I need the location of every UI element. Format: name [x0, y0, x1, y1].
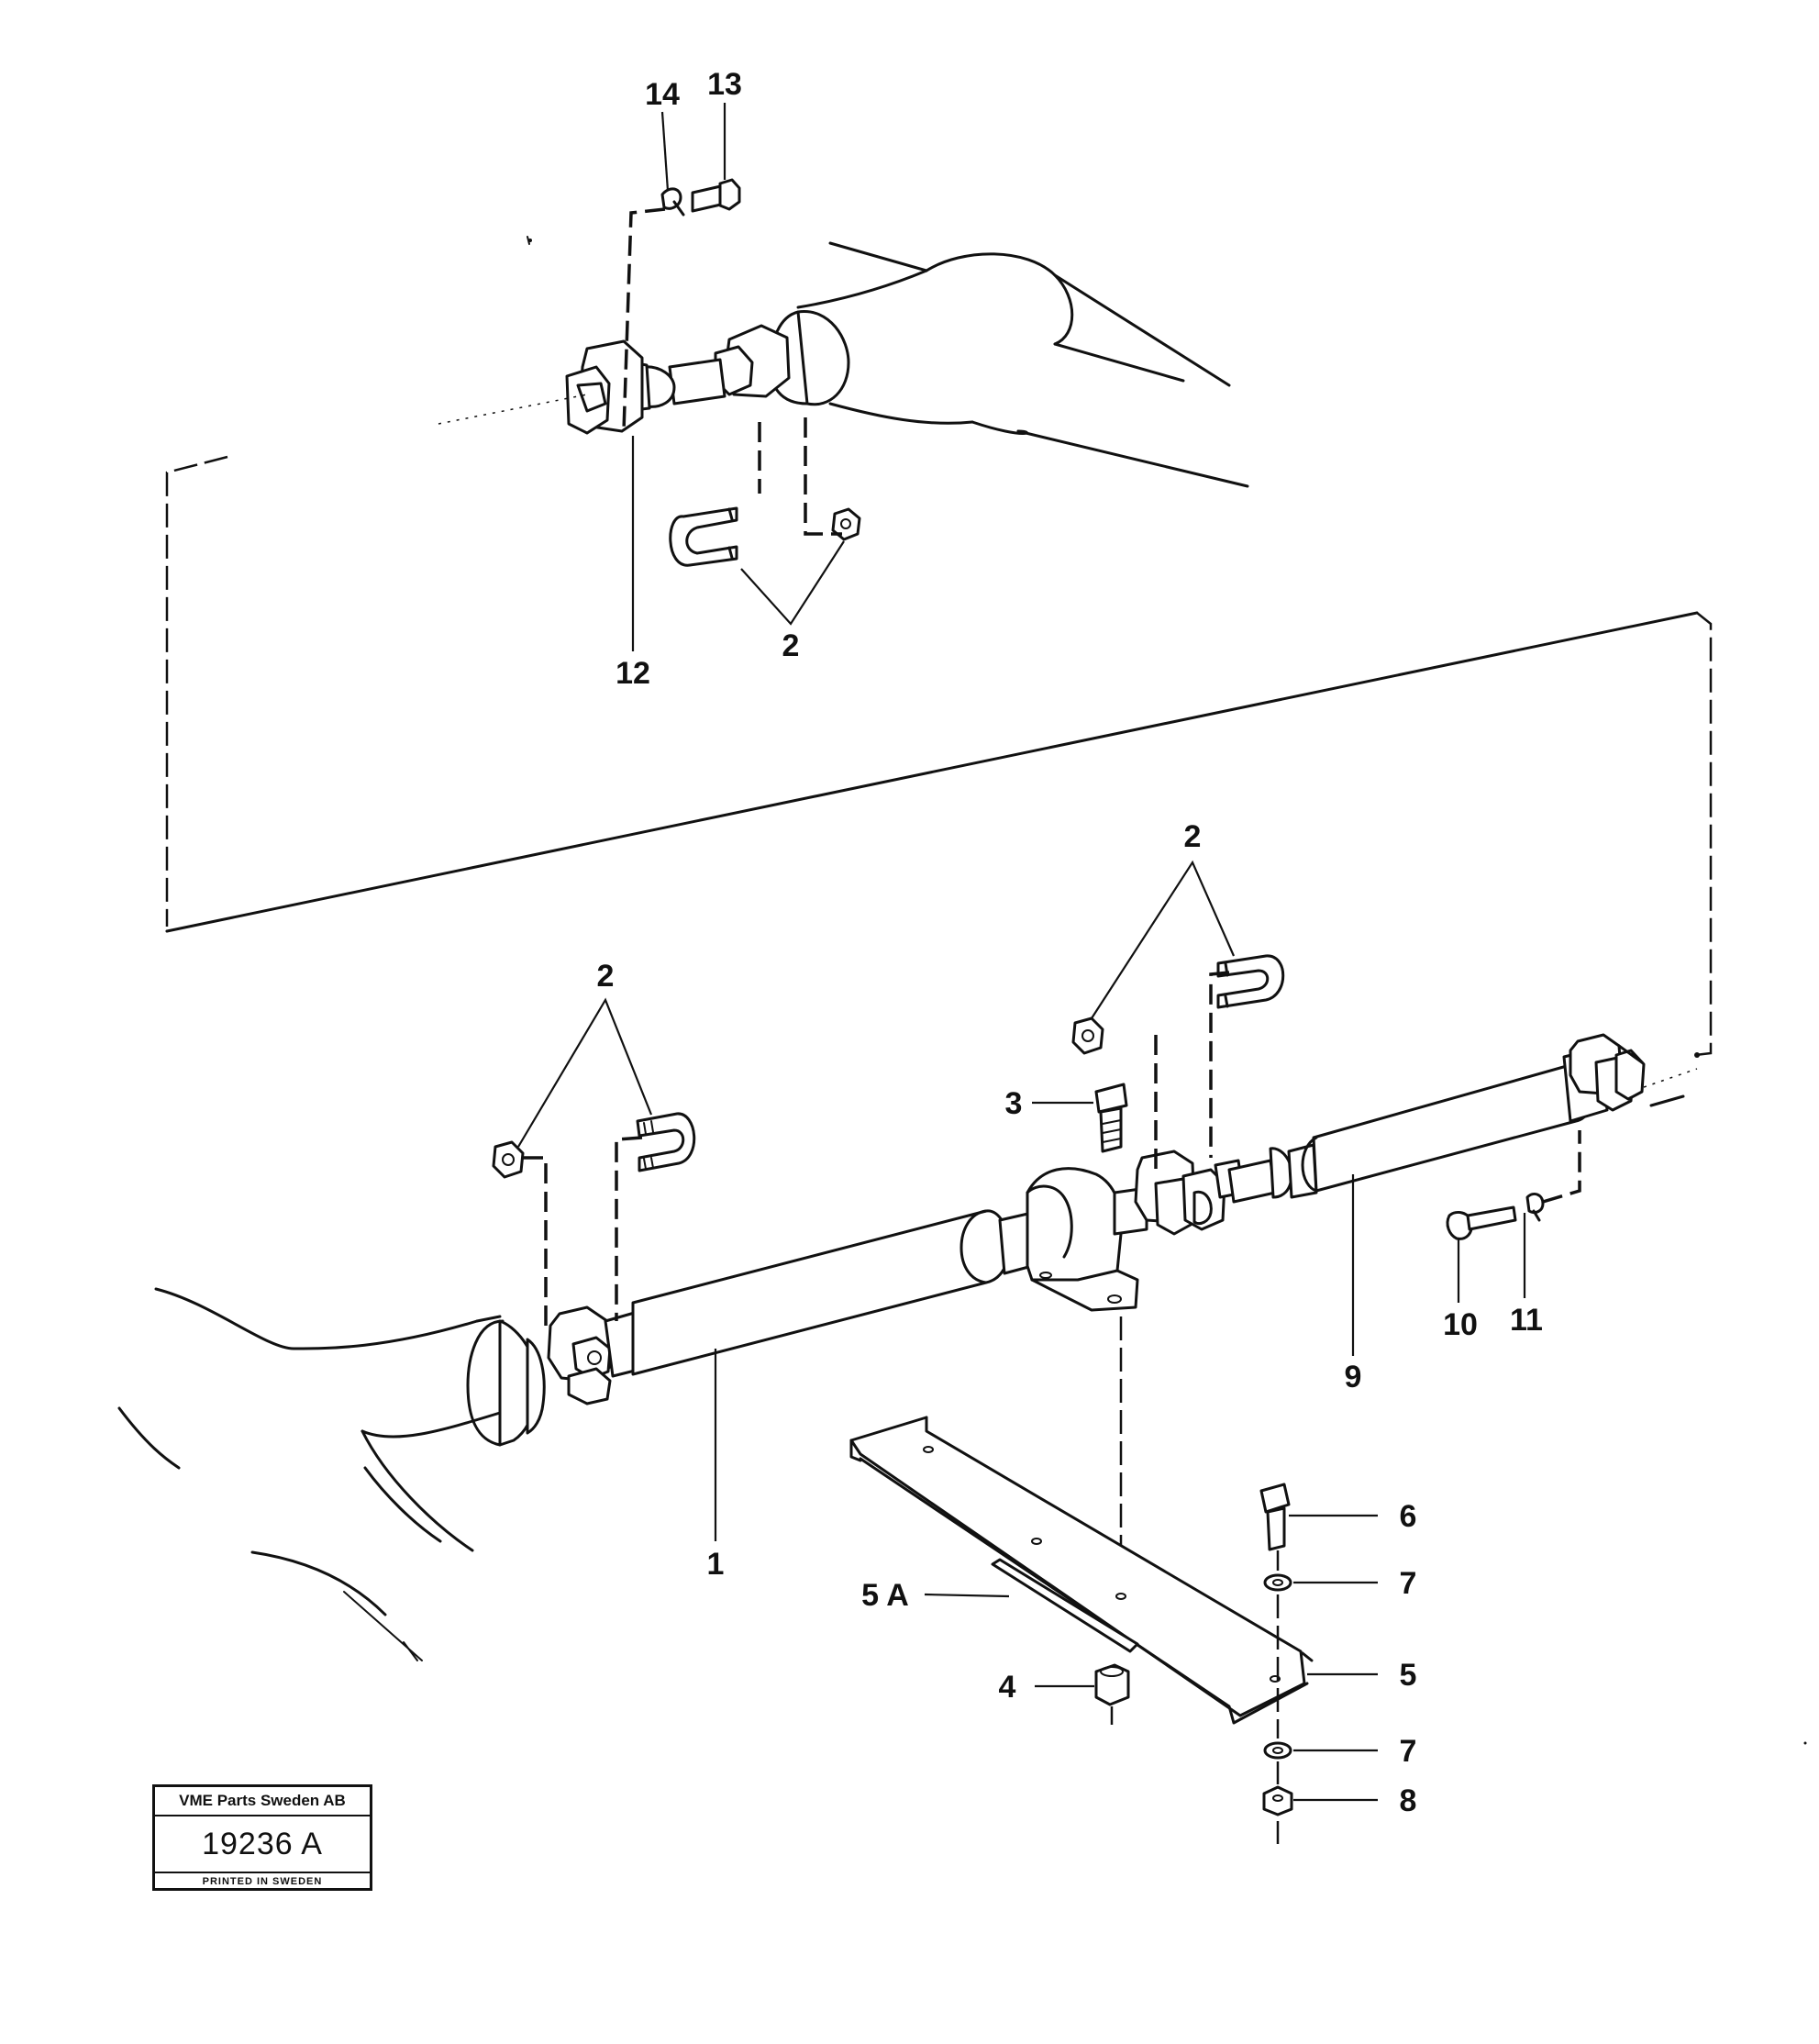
stamp-company: VME Parts Sweden AB — [155, 1787, 370, 1816]
label-2-middle: 2 — [1184, 819, 1202, 854]
rear-trace — [1649, 1094, 1685, 1107]
rear-dash-down — [1542, 1130, 1581, 1204]
middle-dash-right — [1209, 971, 1230, 1158]
document-stamp: VME Parts Sweden AB 19236 A PRINTED IN S… — [152, 1784, 372, 1891]
label-7-lower: 7 — [1400, 1734, 1417, 1769]
washer-7-upper-hole — [1272, 1579, 1283, 1586]
lock-clip-14 — [660, 187, 685, 217]
middle-universal-joint — [1113, 1150, 1245, 1236]
left-dash-1 — [523, 1156, 548, 1330]
label-1: 1 — [707, 1547, 725, 1582]
print-mark-top — [527, 236, 530, 245]
rear-centerline-dot — [1694, 1052, 1700, 1058]
nut-4 — [1094, 1663, 1130, 1706]
label-4: 4 — [999, 1670, 1016, 1705]
label-6: 6 — [1400, 1499, 1417, 1534]
middle-u-bolt — [1216, 954, 1285, 1009]
label-13: 13 — [707, 67, 742, 102]
label-12: 12 — [616, 656, 650, 691]
left-nut-hole — [502, 1153, 515, 1166]
dash-14-down — [622, 207, 666, 432]
left-dash-2 — [615, 1136, 643, 1321]
label-9: 9 — [1345, 1360, 1362, 1394]
label-11: 11 — [1510, 1303, 1543, 1338]
label-2-left: 2 — [597, 959, 615, 994]
leader-2-left — [517, 997, 653, 1148]
stamp-number: 19236 A — [155, 1816, 370, 1873]
leader-2-middle — [1091, 860, 1236, 1019]
gearbox-housing — [117, 1287, 546, 1661]
connection-line-bottom — [165, 611, 1699, 933]
nut-8-hole — [1272, 1794, 1283, 1802]
left-nut — [492, 1140, 525, 1179]
shaft-tube-9 — [1227, 1046, 1609, 1204]
label-14: 14 — [645, 77, 680, 112]
label-5a: 5 A — [861, 1578, 909, 1613]
shaft-tube-1-end — [959, 1209, 988, 1284]
upper-centerline — [438, 394, 588, 425]
bolt-6 — [1259, 1483, 1291, 1551]
label-7-upper: 7 — [1400, 1566, 1417, 1601]
washer-7-upper — [1263, 1573, 1292, 1592]
rear-axle-housing — [769, 241, 1249, 488]
label-10: 10 — [1443, 1307, 1478, 1342]
label-5: 5 — [1400, 1658, 1417, 1693]
label-3: 3 — [1005, 1086, 1023, 1121]
shim-plate-5a — [991, 1558, 1139, 1653]
connection-dashed-right — [1694, 612, 1713, 1057]
label-8: 8 — [1400, 1783, 1417, 1818]
leader-2-top — [740, 540, 845, 626]
label-2-top: 2 — [782, 628, 800, 663]
support-bearing — [1026, 1167, 1139, 1312]
upper-u-bolt — [669, 506, 738, 567]
stamp-printed: PRINTED IN SWEDEN — [202, 1876, 323, 1887]
bolt-3 — [1094, 1083, 1128, 1153]
leader-14 — [660, 111, 670, 192]
washer-7-lower-hole — [1272, 1747, 1283, 1754]
upper-nut — [831, 507, 861, 541]
clip-11 — [1525, 1193, 1545, 1222]
rear-centerline — [1643, 1068, 1698, 1088]
middle-nut — [1071, 1016, 1104, 1055]
upper-nut-hole — [840, 518, 851, 529]
middle-nut-hole — [1081, 1029, 1094, 1042]
rear-universal-joint — [1569, 1033, 1646, 1112]
left-u-bolt — [636, 1112, 696, 1172]
connection-dashed-left — [165, 455, 228, 927]
washer-7-lower — [1263, 1741, 1292, 1760]
print-mark — [1803, 1741, 1807, 1745]
front-universal-joint — [547, 1305, 644, 1405]
upper-dash-right — [804, 417, 842, 536]
leader-5a — [924, 1593, 1010, 1598]
upper-universal-joint — [565, 324, 791, 435]
shaft-tube-1 — [631, 1209, 1011, 1376]
bolt-10 — [1446, 1205, 1517, 1240]
crossmember-bracket — [849, 1416, 1314, 1725]
bolt-13 — [691, 178, 741, 213]
